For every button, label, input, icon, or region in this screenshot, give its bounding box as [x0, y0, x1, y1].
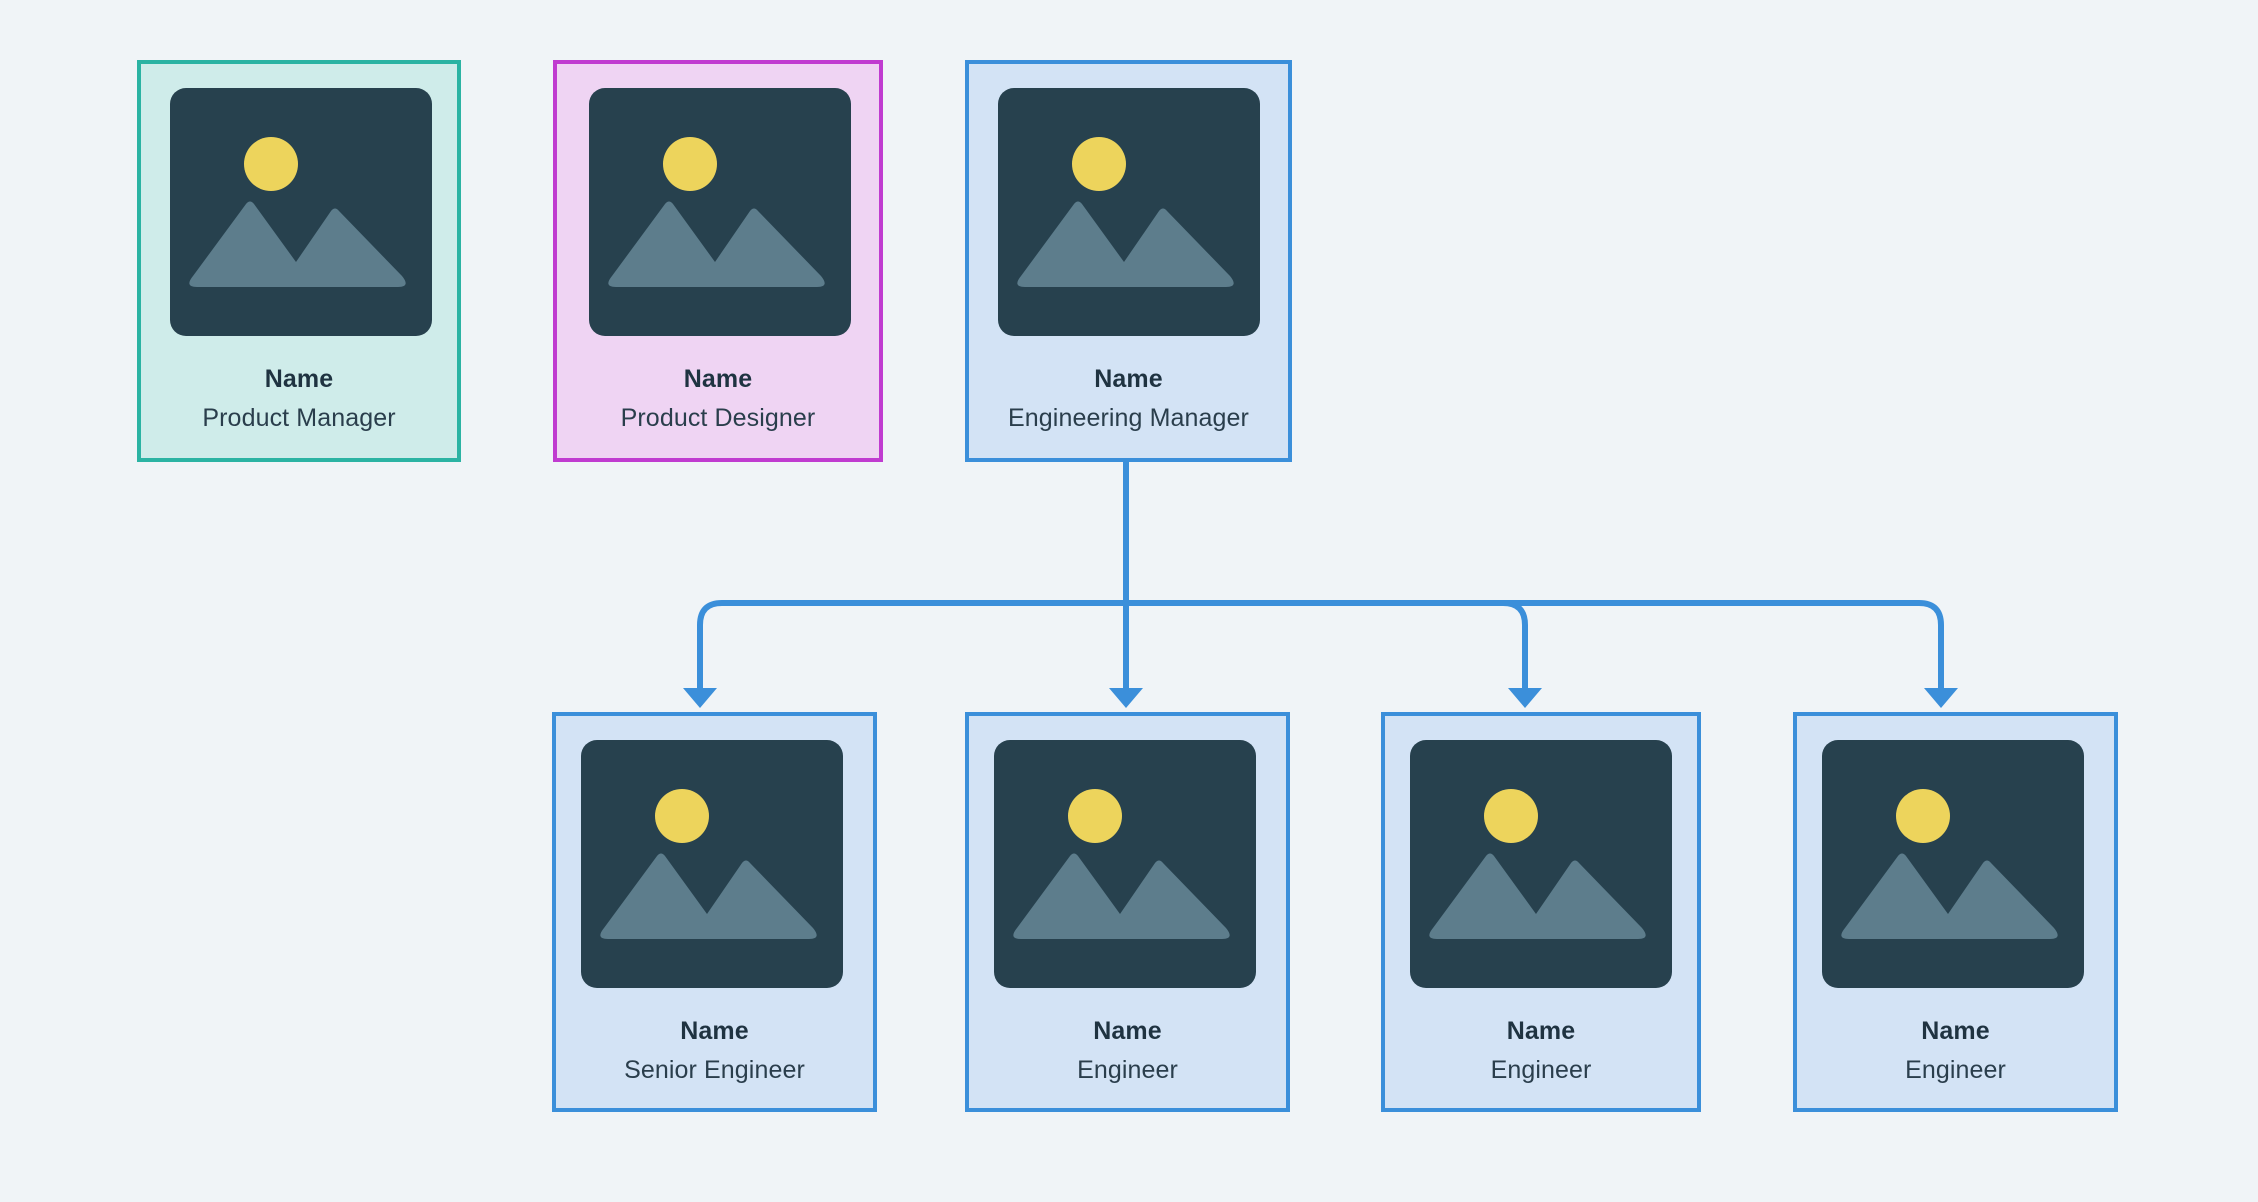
- arrow-down-icon-engineer-1: [1109, 688, 1143, 708]
- image-placeholder-icon: [1822, 740, 2084, 988]
- sun-icon: [1072, 137, 1126, 191]
- node-name: Name: [680, 1017, 749, 1045]
- connector-branch-engineer-3: [1126, 600, 1944, 690]
- mountain-icon: [1017, 201, 1234, 287]
- arrow-down-icon-engineer-3: [1924, 688, 1958, 708]
- mountain-icon: [189, 201, 406, 287]
- connector-branch-engineer-2: [1126, 600, 1528, 690]
- sun-icon: [655, 789, 709, 843]
- node-role: Senior Engineer: [624, 1056, 805, 1085]
- node-name: Name: [1094, 365, 1163, 393]
- sun-icon: [244, 137, 298, 191]
- image-placeholder-icon: [581, 740, 843, 988]
- node-name: Name: [683, 365, 753, 393]
- mountain-icon: [1429, 853, 1646, 939]
- image-placeholder-icon: [998, 88, 1260, 336]
- mountain-icon: [600, 853, 817, 939]
- image-placeholder-icon: [170, 88, 432, 336]
- image-placeholder-icon: [589, 88, 851, 336]
- node-role: Product Manager: [202, 404, 396, 433]
- node-role: Engineer: [1077, 1056, 1178, 1085]
- mountain-icon: [608, 201, 825, 287]
- mountain-icon: [1013, 853, 1230, 939]
- arrow-down-icon-senior-engineer: [683, 688, 717, 708]
- node-name: Name: [264, 365, 334, 393]
- node-role: Engineer: [1490, 1056, 1592, 1085]
- sun-icon: [1484, 789, 1538, 843]
- node-role: Product Designer: [620, 404, 816, 433]
- sun-icon: [1896, 789, 1950, 843]
- image-placeholder-icon: [1410, 740, 1672, 988]
- arrow-down-icon-engineer-2: [1508, 688, 1542, 708]
- sun-icon: [663, 137, 717, 191]
- sun-icon: [1068, 789, 1122, 843]
- node-role: Engineering Manager: [1008, 404, 1249, 433]
- node-name: Name: [1506, 1017, 1576, 1045]
- image-placeholder-icon: [994, 740, 1256, 988]
- connector-branch-senior-engineer: [697, 600, 1126, 690]
- node-name: Name: [1093, 1017, 1162, 1045]
- node-role: Engineer: [1905, 1056, 2006, 1085]
- node-name: Name: [1921, 1017, 1990, 1045]
- mountain-icon: [1841, 853, 2058, 939]
